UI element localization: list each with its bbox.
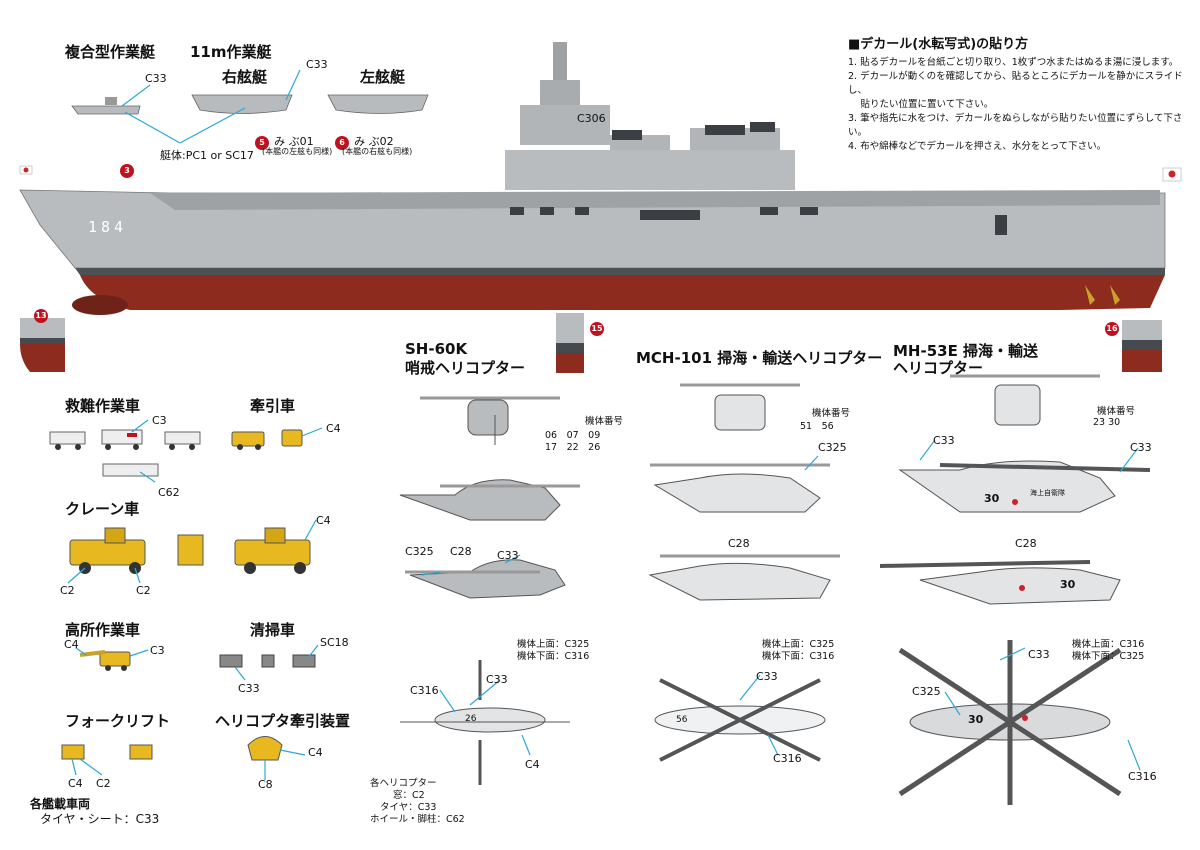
ship-profile xyxy=(19,42,1182,315)
vehicle-color-c4-forklift: C4 xyxy=(68,777,83,790)
vehicle-color-c4-aerial: C4 xyxy=(64,638,79,651)
ship-hull-number: 184 xyxy=(88,218,128,236)
vehicle-tow-title: 牽引車 xyxy=(250,397,296,415)
sh60k-color-c316: C316 xyxy=(410,684,439,697)
mch101-color-c33: C33 xyxy=(756,670,778,683)
vehicle-color-c2-b: C2 xyxy=(136,584,151,597)
mch101-upper: 機体上面：C325 xyxy=(762,639,835,650)
instruction-step: 貼りたい位置に置いて下さい。 xyxy=(848,99,994,110)
mh53e-side-number: 30 xyxy=(984,492,1000,505)
mch101-color-c28: C28 xyxy=(728,537,750,550)
vehicle-color-c4-helitow: C4 xyxy=(308,746,323,759)
sh60k-numbers-row1: 06 07 09 xyxy=(545,430,601,441)
heli-tire: タイヤ：C33 xyxy=(380,802,437,813)
mh53e-color-c325: C325 xyxy=(912,685,941,698)
sh60k-lower: 機体下面：C316 xyxy=(517,651,590,662)
instruction-step: 3. 筆や指先に水をつけ、デカールをぬらしながら貼りたい位置にずらして下さい。 xyxy=(848,113,1183,138)
boat-right-marking: 5 み ぶ01 xyxy=(255,130,314,150)
sh60k-color-c33: C33 xyxy=(497,549,519,562)
boat-color-c33-b: C33 xyxy=(306,58,328,71)
mh53e-subtitle: ヘリコプター xyxy=(893,359,984,377)
mch101-views xyxy=(648,383,840,762)
boat-color-c33-a: C33 xyxy=(145,72,167,85)
vehicle-color-c8: C8 xyxy=(258,778,273,791)
boat-left-marking: 6 み ぶ02 xyxy=(335,130,394,150)
sh60k-color-c4: C4 xyxy=(525,758,540,771)
vehicle-rescue-title: 救難作業車 xyxy=(65,397,141,415)
hull-color-swatches xyxy=(20,313,1162,373)
mh53e-color-c33-a: C33 xyxy=(933,434,955,447)
vehicle-color-c3: C3 xyxy=(152,414,167,427)
ship-callout-16: 16 xyxy=(1105,316,1119,336)
vehicle-aerial-title: 高所作業車 xyxy=(65,621,141,639)
mch101-num-label: 機体番号 xyxy=(812,408,851,419)
vehicle-color-c2-a: C2 xyxy=(60,584,75,597)
vehicle-color-c33-sweeper: C33 xyxy=(238,682,260,695)
mh53e-num-label: 機体番号 xyxy=(1097,406,1136,417)
vehicle-all-tire: タイヤ・シート：C33 xyxy=(40,812,160,826)
mh53e-numbers: 23 30 xyxy=(1093,417,1121,428)
mch101-lower: 機体下面：C316 xyxy=(762,651,835,662)
ship-color-c306: C306 xyxy=(577,112,606,125)
mh53e-color-c316: C316 xyxy=(1128,770,1157,783)
vehicle-crane-title: クレーン車 xyxy=(65,500,140,518)
mch101-numbers: 51 56 xyxy=(800,421,834,432)
vehicle-color-c4: C4 xyxy=(326,422,341,435)
vehicle-color-c62: C62 xyxy=(158,486,180,499)
heli-window: 窓：C2 xyxy=(393,790,425,801)
mch101-color-c325: C325 xyxy=(818,441,847,454)
boat-title-11m: 11m作業艇 xyxy=(190,43,272,61)
mh53e-side-number-2: 30 xyxy=(1060,578,1076,591)
mh53e-color-c33-top: C33 xyxy=(1028,648,1050,661)
vehicle-forklift-title: フォークリフト xyxy=(65,712,171,730)
ship-callout-13: 13 xyxy=(34,303,48,323)
mh53e-title: MH-53E 掃海・輸送 xyxy=(893,342,1039,360)
mh53e-side-number-top: 30 xyxy=(968,713,984,726)
mh53e-views xyxy=(879,374,1151,805)
boat-left-label: 左舷艇 xyxy=(360,68,406,86)
vehicle-color-c3-aerial: C3 xyxy=(150,644,165,657)
sh60k-numbers-row2: 17 22 26 xyxy=(545,442,601,453)
sh60k-color-c33-top: C33 xyxy=(486,673,508,686)
ship-callout-15: 15 xyxy=(590,316,604,336)
mch101-title: MCH-101 掃海・輸送ヘリコプター xyxy=(636,349,883,367)
mh53e-upper: 機体上面：C316 xyxy=(1072,639,1145,650)
vehicle-color-c4-crane: C4 xyxy=(316,514,331,527)
vehicles xyxy=(49,419,323,780)
mh53e-color-c28: C28 xyxy=(1015,537,1037,550)
sh60k-side-number: 26 xyxy=(465,714,477,724)
sh60k-title: SH-60K xyxy=(405,340,468,358)
sh60k-subtitle: 哨戒ヘリコプター xyxy=(405,359,526,377)
heli-all-title: 各ヘリコプター xyxy=(370,778,437,789)
ship-callout-3: 3 xyxy=(120,158,134,178)
instruction-step: 4. 布や綿棒などでデカールを押さえ、水分をとって下さい。 xyxy=(848,141,1107,152)
sh60k-color-c28: C28 xyxy=(450,545,472,558)
sh60k-num-label: 機体番号 xyxy=(585,416,624,427)
sh60k-views xyxy=(399,396,580,785)
instructions-title: ■デカール(水転写式)の貼り方 xyxy=(848,37,1029,52)
mch101-color-c316: C316 xyxy=(773,752,802,765)
sh60k-upper: 機体上面：C325 xyxy=(517,639,590,650)
mh53e-color-c33-b: C33 xyxy=(1130,441,1152,454)
instruction-step: 1. 貼るデカールを台紙ごと切り取り、1枚ずつ水またはぬるま湯に浸します。 xyxy=(848,57,1179,68)
mh53e-lower: 機体下面：C325 xyxy=(1072,651,1145,662)
decal-instructions: ■デカール(水転写式)の貼り方 1. 貼るデカールを台紙ごと切り取り、1枚ずつ水… xyxy=(848,33,1188,154)
sh60k-color-c325: C325 xyxy=(405,545,434,558)
boat-title-composite: 複合型作業艇 xyxy=(65,43,156,61)
mh53e-jmsdf: 海上自衛隊 xyxy=(1030,489,1065,497)
boat-left-note: (本艦の右舷も同様) xyxy=(342,147,413,156)
vehicle-sweeper-title: 清掃車 xyxy=(250,621,296,639)
vehicle-color-sc18: SC18 xyxy=(320,636,349,649)
instruction-step: 2. デカールが動くのを確認してから、貼るところにデカールを静かにスライドし、 xyxy=(848,71,1183,96)
heli-wheel: ホイール・脚柱：C62 xyxy=(370,814,465,825)
vehicle-helitow-title: ヘリコプタ牽引装置 xyxy=(215,712,351,730)
mch101-side-number: 56 xyxy=(676,715,688,725)
boat-right-label: 右舷艇 xyxy=(222,68,268,86)
vehicle-color-c2-forklift: C2 xyxy=(96,777,111,790)
boat-right-note: (本艦の左舷も同様) xyxy=(262,147,333,156)
boats xyxy=(71,69,429,144)
vehicle-all-title: 各艦載車両 xyxy=(30,797,91,811)
boat-hull-note: 艇体:PC1 or SC17 xyxy=(160,149,254,162)
